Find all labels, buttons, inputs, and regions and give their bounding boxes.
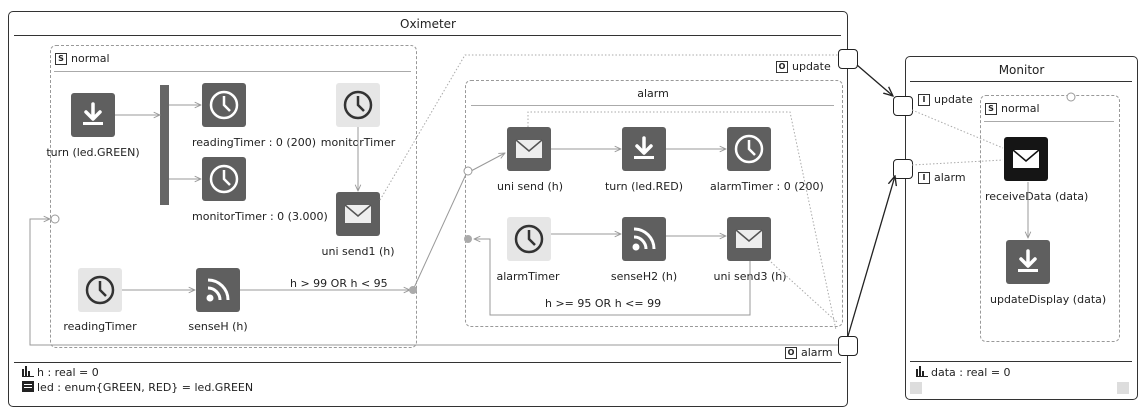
monitor-vars-divider xyxy=(910,361,1132,362)
node-update-display-label: updateDisplay (data) xyxy=(990,293,1107,306)
list-icon xyxy=(22,381,34,395)
node-alarm-timer-set-label: alarmTimer : 0 (200) xyxy=(710,180,824,193)
node-uni-send-label: uni send (h) xyxy=(497,180,563,193)
oximeter-title-divider xyxy=(14,35,841,36)
envelope-icon[interactable] xyxy=(1004,137,1048,181)
junction-dot xyxy=(464,235,472,243)
node-reading-timer-label: readingTimer xyxy=(63,320,137,333)
monitor-port-update-label-text: update xyxy=(934,93,973,106)
envelope-icon[interactable] xyxy=(727,217,771,261)
port-update-in[interactable] xyxy=(893,96,913,116)
node-sense-h-label: senseH (h) xyxy=(188,320,248,333)
download-icon[interactable] xyxy=(1006,240,1050,284)
node-alarm-timer-label: alarmTimer xyxy=(496,270,560,283)
fork-bar xyxy=(160,85,169,205)
state-alarm-divider xyxy=(471,105,834,106)
variable-data-text: data : real = 0 xyxy=(931,366,1011,379)
port-tag: O xyxy=(776,61,788,73)
clock-icon[interactable] xyxy=(78,268,122,312)
state-normal-divider xyxy=(54,71,411,72)
monitor-block[interactable]: Monitor xyxy=(905,56,1138,400)
node-receive-data-label: receiveData (data) xyxy=(985,190,1089,203)
initial-dot xyxy=(1066,92,1076,102)
node-sense-h2-label: senseH2 (h) xyxy=(610,270,678,283)
variable-h-text: h : real = 0 xyxy=(37,366,99,379)
node-turn-red-label: turn (led.RED) xyxy=(604,180,684,193)
node-reading-timer-set-label: readingTimer : 0 (200) xyxy=(192,136,316,149)
port-tag: O xyxy=(785,347,797,359)
resize-handle[interactable] xyxy=(910,382,922,394)
bar-chart-icon xyxy=(916,366,928,380)
guard-to-normal: h >= 95 OR h <= 99 xyxy=(545,297,662,310)
monitor-state-normal[interactable] xyxy=(980,95,1120,342)
oximeter-block[interactable]: Oximeter xyxy=(8,11,848,407)
node-uni-send1-label: uni send1 (h) xyxy=(321,245,395,258)
oximeter-title: Oximeter xyxy=(400,17,456,31)
oximeter-variable[interactable]: h : real = 0 xyxy=(22,366,99,380)
port-alarm-out[interactable] xyxy=(838,336,858,356)
monitor-port-alarm-label-text: alarm xyxy=(934,171,966,184)
oximeter-vars-divider xyxy=(14,362,841,363)
port-alarm-label-text: alarm xyxy=(801,346,833,359)
monitor-variable[interactable]: data : real = 0 xyxy=(916,366,1011,380)
state-tag: S xyxy=(985,103,997,115)
port-update-out[interactable] xyxy=(838,49,858,69)
state-alarm-label: alarm xyxy=(637,87,669,100)
variable-led-text: led : enum{GREEN, RED} = led.GREEN xyxy=(37,381,254,394)
monitor-title: Monitor xyxy=(998,63,1045,77)
port-tag: I xyxy=(918,94,930,106)
port-update-label-text: update xyxy=(792,60,831,73)
clock-icon[interactable] xyxy=(336,83,380,127)
initial-dot xyxy=(50,214,60,224)
download-icon[interactable] xyxy=(622,127,666,171)
port-alarm-in[interactable] xyxy=(893,159,913,179)
monitor-state-normal-label: normal xyxy=(1001,102,1040,115)
clock-icon[interactable] xyxy=(202,83,246,127)
resize-handle[interactable] xyxy=(1117,382,1129,394)
guard-to-alarm: h > 99 OR h < 95 xyxy=(290,277,388,290)
junction-dot xyxy=(409,286,417,294)
rss-icon[interactable] xyxy=(196,268,240,312)
envelope-icon[interactable] xyxy=(336,192,380,236)
initial-dot xyxy=(463,166,473,176)
clock-icon[interactable] xyxy=(727,127,771,171)
port-tag: I xyxy=(918,172,930,184)
node-monitor-timer-set-label: monitorTimer : 0 (3.000) xyxy=(192,210,328,223)
clock-icon[interactable] xyxy=(507,217,551,261)
node-turn-green-label: turn (led.GREEN) xyxy=(46,146,140,159)
download-icon[interactable] xyxy=(71,93,115,137)
clock-icon[interactable] xyxy=(202,157,246,201)
bar-chart-icon xyxy=(22,366,34,380)
monitor-title-divider xyxy=(910,81,1132,82)
state-normal[interactable] xyxy=(50,45,417,348)
monitor-state-normal-divider xyxy=(984,121,1114,122)
oximeter-variable[interactable]: led : enum{GREEN, RED} = led.GREEN xyxy=(22,381,253,395)
rss-icon[interactable] xyxy=(622,217,666,261)
state-normal-label: normal xyxy=(71,52,110,65)
state-tag: S xyxy=(55,53,67,65)
state-alarm[interactable] xyxy=(465,80,843,327)
envelope-icon[interactable] xyxy=(507,127,551,171)
